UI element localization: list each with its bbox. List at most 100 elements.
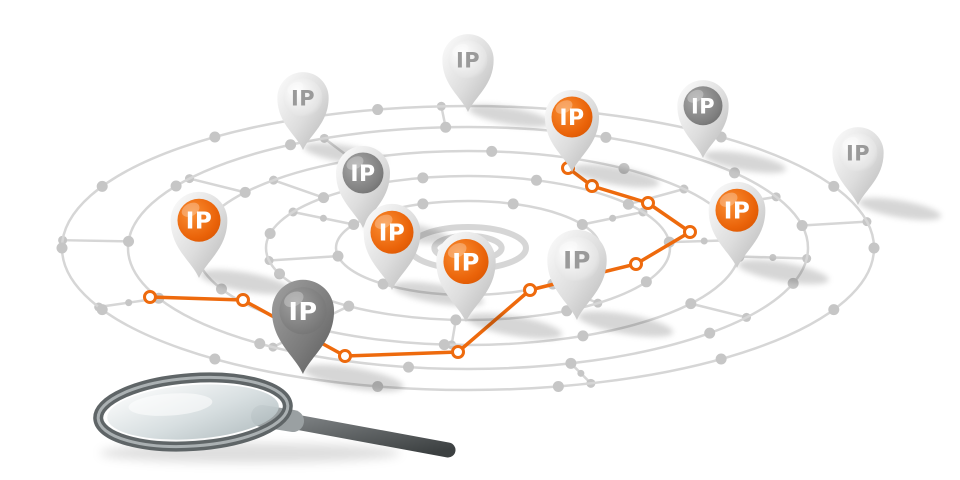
orange-route-node: [236, 293, 250, 307]
orange-route-node: [683, 225, 697, 239]
pin-gloss: [558, 241, 578, 256]
network-node: [417, 172, 429, 184]
network-node: [264, 227, 276, 239]
network-node: [600, 131, 612, 143]
magnifier-lens: [93, 372, 293, 452]
ip-pin-label: IP: [691, 94, 715, 118]
network-node: [796, 220, 808, 232]
network-node: [507, 198, 519, 210]
magnifier-handle: [277, 412, 456, 458]
ip-pin-orange: IP: [436, 231, 496, 322]
lens-rim-highlight: [96, 375, 290, 449]
network-node: [348, 219, 360, 230]
pin-face: [551, 96, 593, 138]
pin-shadow: [303, 364, 404, 392]
pin-face: [448, 40, 488, 80]
network-node: [828, 180, 840, 192]
ip-pin-label: IP: [846, 141, 870, 165]
orange-route-node: [143, 290, 157, 304]
pin-gloss: [842, 136, 859, 150]
network-link: [690, 302, 747, 319]
network-node: [530, 174, 542, 186]
network-node: [403, 361, 415, 373]
network-node: [239, 186, 251, 198]
pin-face: [283, 78, 323, 118]
ip-pin-silver: IP: [547, 229, 607, 320]
network-node: [561, 305, 573, 317]
ip-pin-orange: IP: [545, 90, 599, 172]
network-node: [96, 304, 108, 316]
network-ring: [126, 125, 810, 371]
pin-face: [342, 152, 384, 194]
pin-gloss: [287, 81, 304, 95]
pin-gloss: [719, 192, 738, 207]
network-node: [868, 242, 880, 254]
pin-face: [177, 198, 221, 242]
ip-pin-gray: IP: [336, 146, 390, 228]
pin-face: [715, 188, 759, 232]
pin-face: [443, 238, 489, 285]
ip-pin-label: IP: [559, 106, 584, 131]
network-node: [318, 192, 330, 204]
pin-gloss: [346, 156, 364, 170]
magnifying-glass-icon: [93, 372, 456, 463]
network-node: [170, 180, 182, 192]
ip-pin-label: IP: [724, 199, 751, 225]
network-node: [96, 180, 108, 192]
network-node: [372, 104, 384, 116]
network-node: [417, 198, 429, 210]
network-node: [440, 121, 452, 133]
network-node: [377, 278, 389, 290]
network-node: [56, 242, 68, 254]
network-node: [577, 330, 589, 342]
pin-gloss: [687, 89, 704, 103]
pin-face: [683, 86, 723, 126]
orange-route-node: [585, 179, 599, 193]
ip-pin-silver: IP: [277, 72, 329, 150]
pin-shadow: [577, 311, 674, 337]
lens-glare: [128, 393, 213, 416]
pin-shadow: [703, 150, 786, 174]
pin-gloss: [374, 214, 393, 229]
network-node: [577, 369, 585, 377]
network-node: [552, 380, 564, 392]
orange-route-node: [523, 283, 537, 297]
network-node: [123, 235, 135, 247]
orange-route-node: [338, 349, 352, 363]
network-node: [828, 304, 840, 316]
pin-shadow: [572, 164, 660, 188]
ip-pin-label: IP: [563, 246, 591, 274]
network-node: [704, 327, 716, 339]
pin-shadow: [858, 197, 941, 221]
pin-face: [370, 210, 414, 254]
pin-face: [554, 236, 600, 283]
network-node: [622, 198, 634, 210]
network-node: [209, 353, 221, 365]
network-link: [189, 177, 246, 194]
pin-shadow: [737, 259, 829, 285]
ip-pin-silver: IP: [442, 34, 494, 113]
network-node: [332, 250, 344, 262]
network-node: [609, 214, 617, 222]
network-node: [486, 145, 498, 157]
network-link: [268, 254, 339, 262]
pin-gloss: [555, 100, 573, 114]
pin-shadow: [468, 104, 551, 128]
network-node: [640, 276, 652, 288]
ip-pin-gray: IP: [677, 80, 729, 158]
orange-route-node: [641, 196, 655, 210]
pin-shadow: [199, 269, 291, 295]
network-node: [438, 339, 450, 351]
ip-pin-label: IP: [291, 86, 315, 110]
ip-pin-label: IP: [456, 48, 480, 72]
network-node: [565, 357, 577, 369]
network-node: [254, 338, 266, 350]
network-node: [576, 219, 588, 230]
ip-pin-label: IP: [452, 248, 480, 276]
ip-pin-label: IP: [379, 221, 406, 247]
network-node: [125, 299, 133, 307]
ip-pin-orange: IP: [363, 203, 421, 290]
